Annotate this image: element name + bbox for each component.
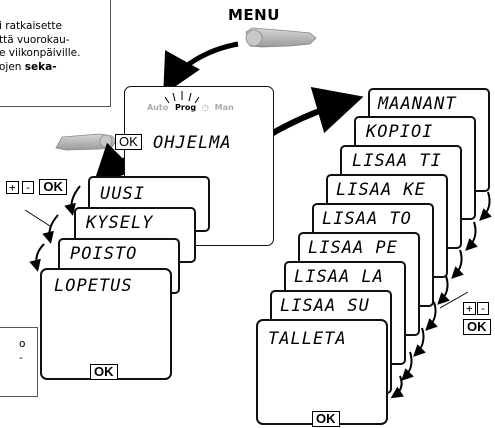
clock-icon: ◷ bbox=[201, 103, 209, 112]
mode-prog: Prog bbox=[175, 103, 197, 112]
pointing-hand-menu-icon bbox=[245, 27, 317, 48]
program-menu-text: OHJELMA bbox=[153, 133, 232, 153]
left-keypad: +- OK bbox=[6, 176, 67, 195]
mode-indicator-row: Auto Prog ◷ Man bbox=[147, 103, 267, 112]
menu-item-uusi: UUSI bbox=[100, 184, 145, 204]
right-step-arrow-8-icon bbox=[390, 375, 404, 399]
menu-item-kysely: KYSELY bbox=[86, 213, 154, 233]
ok-button-indicator[interactable]: OK bbox=[115, 134, 142, 150]
right-step-arrow-4-icon bbox=[437, 275, 450, 305]
day-item-lisaa-ti: LISAA TI bbox=[352, 151, 442, 171]
note-line-3: e viikonpäiville. bbox=[0, 47, 81, 59]
note-bold-word: seka- bbox=[24, 60, 57, 73]
note-line-1: i ratkaisette bbox=[0, 20, 62, 32]
day-item-talleta: TALLETA bbox=[268, 329, 347, 349]
instruction-note-top: i ratkaisette ttä vuorokau- e viikonpäiv… bbox=[0, 0, 111, 107]
menu-item-poisto: POISTO bbox=[70, 244, 138, 264]
plus-key[interactable]: + bbox=[6, 181, 19, 194]
right-step-arrow-3-icon bbox=[451, 249, 464, 279]
ok-key-right[interactable]: OK bbox=[463, 319, 491, 335]
day-item-lisaa-pe: LISAA PE bbox=[308, 238, 398, 258]
day-item-maanant: MAANANT bbox=[378, 94, 457, 114]
ok-button-talleta[interactable]: OK bbox=[312, 411, 340, 427]
left-step-arrow-2-icon bbox=[42, 214, 59, 244]
right-step-arrow-7-icon bbox=[401, 351, 414, 381]
plus-key-right[interactable]: + bbox=[463, 302, 476, 315]
pointing-hand-ok-icon bbox=[55, 133, 117, 151]
prog-highlight-rays-icon bbox=[165, 91, 199, 104]
right-keypad: +- OK bbox=[463, 297, 495, 335]
left-key-connector-line bbox=[24, 209, 51, 227]
right-step-arrow-5-icon bbox=[425, 301, 438, 331]
note-bottom-line-1: o bbox=[19, 338, 26, 350]
ok-button-lopetus[interactable]: OK bbox=[90, 364, 118, 380]
day-item-kopioi: KOPIOI bbox=[366, 122, 434, 142]
note-line-2: ttä vuorokau- bbox=[0, 33, 70, 46]
day-item-lisaa-to: LISAA TO bbox=[322, 209, 412, 229]
minus-key[interactable]: - bbox=[21, 181, 35, 194]
menu-screen-lopetus: LOPETUS OK bbox=[40, 268, 172, 380]
right-step-arrow-1-icon bbox=[479, 191, 492, 221]
note-bottom-line-2: - bbox=[19, 351, 23, 364]
day-item-lisaa-ke: LISAA KE bbox=[336, 180, 426, 200]
note-line-4: ojen seka- bbox=[0, 60, 57, 73]
right-step-arrow-2-icon bbox=[465, 221, 478, 251]
mode-auto: Auto bbox=[147, 103, 169, 112]
ok-key-left[interactable]: OK bbox=[39, 179, 67, 195]
arrow-menu-to-program-icon bbox=[163, 41, 239, 95]
day-item-lisaa-la: LISAA LA bbox=[294, 267, 384, 287]
right-step-arrow-6-icon bbox=[413, 327, 426, 357]
day-item-lisaa-su: LISAA SU bbox=[280, 296, 370, 316]
day-screen-talleta: TALLETA OK bbox=[256, 319, 388, 427]
left-step-arrow-1-icon bbox=[64, 185, 81, 216]
menu-item-lopetus: LOPETUS bbox=[54, 276, 133, 296]
right-key-connector-line bbox=[439, 291, 469, 309]
mode-man: Man bbox=[214, 103, 234, 112]
menu-label: MENU bbox=[228, 6, 280, 24]
minus-key-right[interactable]: - bbox=[476, 302, 490, 315]
instruction-note-bottom: o - bbox=[0, 327, 38, 397]
left-step-arrow-3-icon bbox=[29, 243, 45, 272]
